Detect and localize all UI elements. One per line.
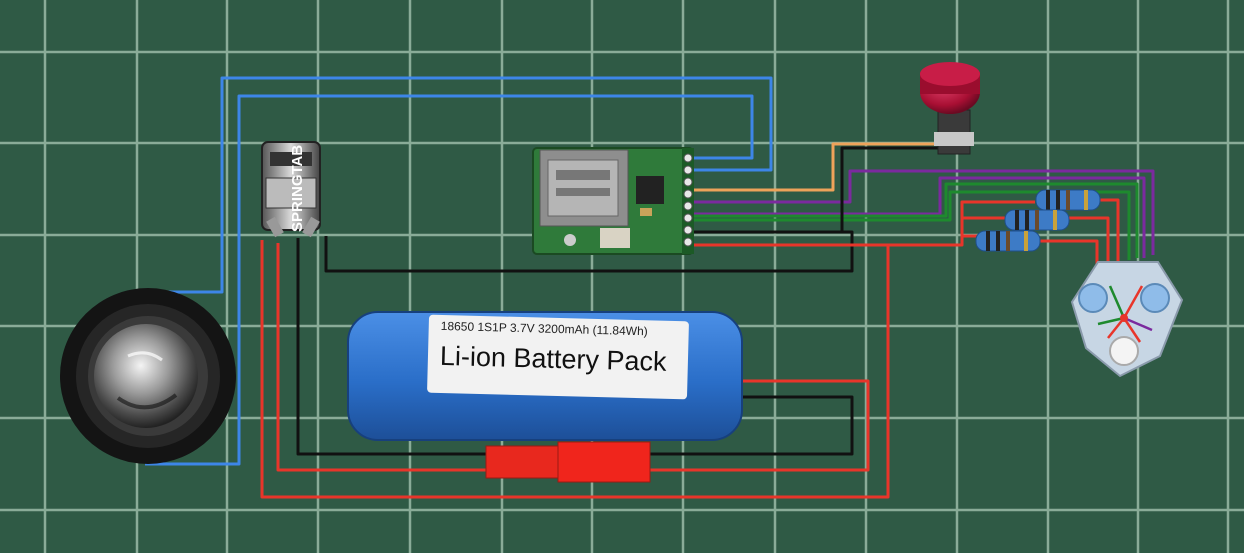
wire-red-res-4 [1040,239,1099,268]
pcb-pin [683,153,693,163]
wire-red-pcb [260,240,890,499]
battery-pack [347,311,743,441]
resistor-3 [975,230,1041,252]
wire-purple-1 [692,169,1155,255]
pcb-pin [683,177,693,187]
speaker-icon [60,288,236,464]
wire-black-switch [324,230,854,273]
wire-red-res-1 [888,200,1035,247]
fuse-holder [485,441,651,483]
wire-green-2 [692,190,1131,260]
wire-blue-1 [145,76,773,294]
wire-red-res-3 [1067,216,1110,264]
resistor-1 [1035,189,1101,211]
pcb-pin [683,213,693,223]
battery-spec-text: 18650 1S1P 3.7V 3200mAh (11.84Wh) [441,319,648,338]
push-switch-icon [261,141,321,238]
battery-title-text: Li-ion Battery Pack [440,341,668,377]
wires [145,76,1155,499]
wire-red-res-2 [1100,198,1120,262]
pcb-pin [683,201,693,211]
pcb-pin [683,237,693,247]
wire-red-battery [276,243,870,472]
led-star-icon [1070,261,1184,378]
wire-black-battery [296,238,854,456]
switch-label: SPRINGTAB [289,145,306,232]
wire-purple-2 [692,176,1146,258]
wire-green-1 [692,182,1139,258]
wire-orange [692,142,940,192]
pcb-pin [683,189,693,199]
gsm-pcb-module [532,147,694,255]
pcb-header-pins [683,153,693,247]
knob-icon [920,62,980,155]
resistor-2 [1004,209,1070,231]
pcb-pin [683,225,693,235]
pcb-pin [683,165,693,175]
wire-blue-2 [145,94,754,466]
